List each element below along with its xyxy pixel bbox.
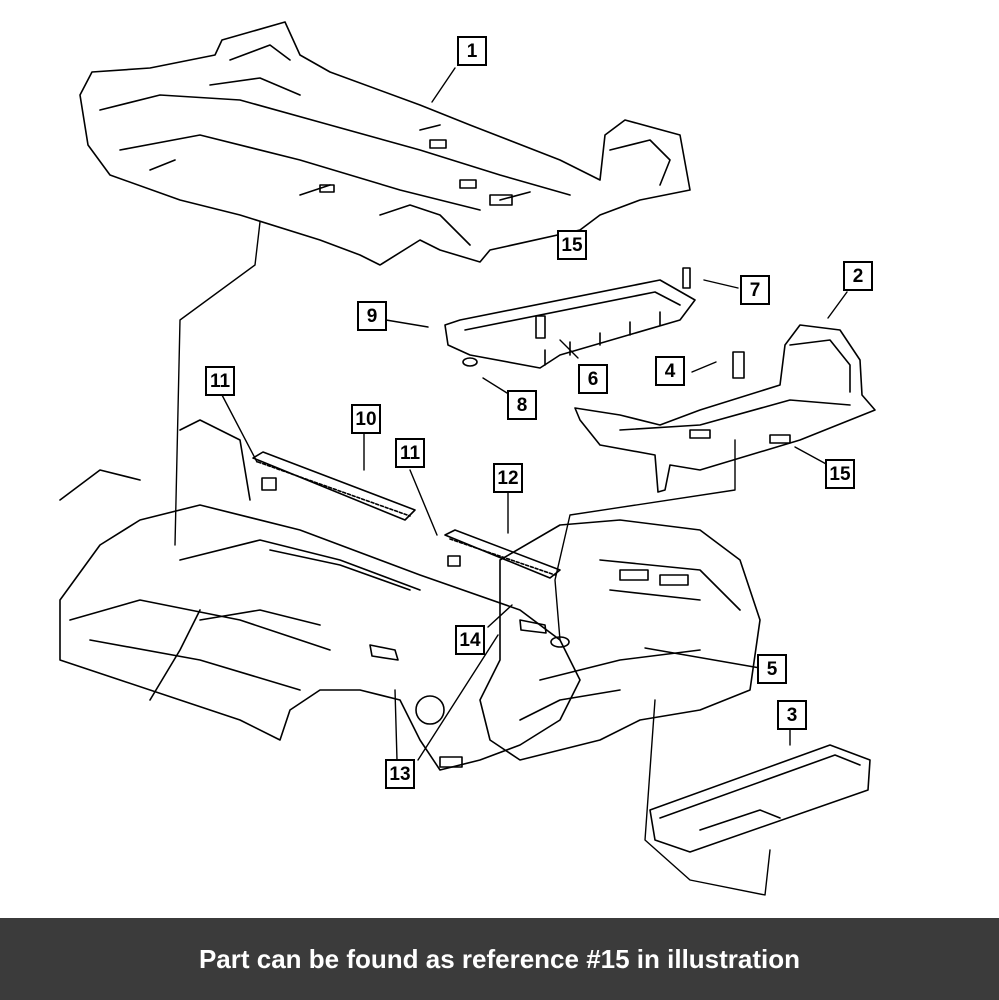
callout-6: 6 xyxy=(578,364,608,394)
leader-lines xyxy=(174,67,848,896)
callout-7: 7 xyxy=(740,275,770,305)
callout-8: 8 xyxy=(507,390,537,420)
callout-5: 5 xyxy=(757,654,787,684)
rear-floor-panel xyxy=(444,279,696,369)
caption-bar: Part can be found as reference #15 in il… xyxy=(0,918,999,1000)
callout-1: 1 xyxy=(457,36,487,66)
exploded-floor-pan-illustration xyxy=(59,21,876,896)
fasteners xyxy=(369,267,745,661)
rear-floor-pan xyxy=(574,324,876,493)
callout-9: 9 xyxy=(357,301,387,331)
rear-body-structure xyxy=(439,519,761,768)
callout-12: 12 xyxy=(493,463,523,493)
sill-plates xyxy=(252,451,561,579)
callout-14: 14 xyxy=(455,625,485,655)
body-floor-structure xyxy=(59,419,581,771)
callout-3: 3 xyxy=(777,700,807,730)
callout-15-right: 15 xyxy=(825,459,855,489)
callout-2: 2 xyxy=(843,261,873,291)
callout-11-left: 11 xyxy=(205,366,235,396)
callout-13: 13 xyxy=(385,759,415,789)
callout-10: 10 xyxy=(351,404,381,434)
callout-11-right: 11 xyxy=(395,438,425,468)
caption-text: Part can be found as reference #15 in il… xyxy=(198,943,801,974)
callout-4: 4 xyxy=(655,356,685,386)
rear-step-tray xyxy=(649,744,871,853)
front-floor-pan xyxy=(79,21,691,266)
callout-15-top: 15 xyxy=(557,230,587,260)
